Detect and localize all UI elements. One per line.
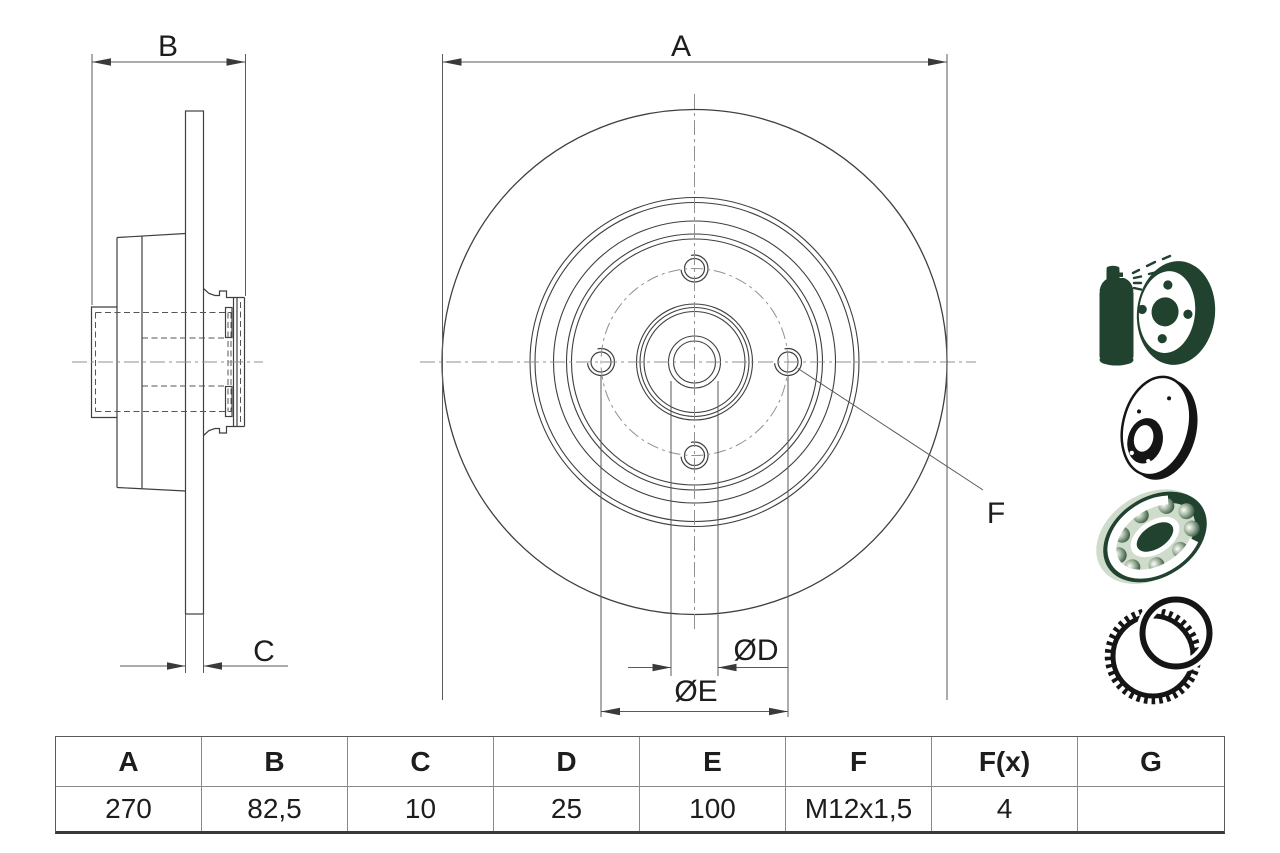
dimension-lines: [91, 54, 984, 717]
abs-sensor-ring-icon: [1104, 593, 1216, 705]
spec-table-value-cell: 10: [348, 787, 494, 831]
spec-table-header-cell: E: [640, 737, 786, 787]
spec-table-value-cell: 82,5: [202, 787, 348, 831]
spec-table-header-cell: A: [56, 737, 202, 787]
spec-table-value-cell: 25: [494, 787, 640, 831]
dimension-arrows: [92, 58, 947, 716]
spec-table-value-cell: 100: [640, 787, 786, 831]
spec-table-value-cell: [1078, 787, 1224, 831]
spec-table-value-cell: 4: [932, 787, 1078, 831]
spray-coated-disc-icon: [1099, 254, 1216, 366]
dimension-label-d: ØD: [734, 634, 779, 667]
spec-table-header-cell: C: [348, 737, 494, 787]
dimension-label-b: B: [158, 30, 178, 63]
dimension-label-c: C: [253, 635, 275, 668]
spec-table: A B C D E F F(x) G 270 82,5 10 25 100 M1…: [55, 736, 1225, 834]
dimension-label-a: A: [671, 30, 691, 63]
brake-disc-icon: [1120, 375, 1198, 480]
side-view-hidden-lines: [95, 302, 241, 422]
spec-table-value-cell: 270: [56, 787, 202, 831]
f-leader-line: [797, 368, 984, 491]
bolt-circle: [600, 268, 789, 456]
dimension-label-f: F: [987, 497, 1005, 530]
dimension-label-e: ØE: [674, 675, 717, 708]
front-view-centerlines: [420, 94, 976, 633]
spec-table-header-cell: G: [1078, 737, 1224, 787]
spec-table-header-cell: B: [202, 737, 348, 787]
wheel-bearing-icon: [1096, 489, 1207, 584]
spec-table-value-cell: M12x1,5: [786, 787, 932, 831]
spec-table-header-cell: D: [494, 737, 640, 787]
spec-table-header-cell: F: [786, 737, 932, 787]
spec-table-header-cell: F(x): [932, 737, 1078, 787]
